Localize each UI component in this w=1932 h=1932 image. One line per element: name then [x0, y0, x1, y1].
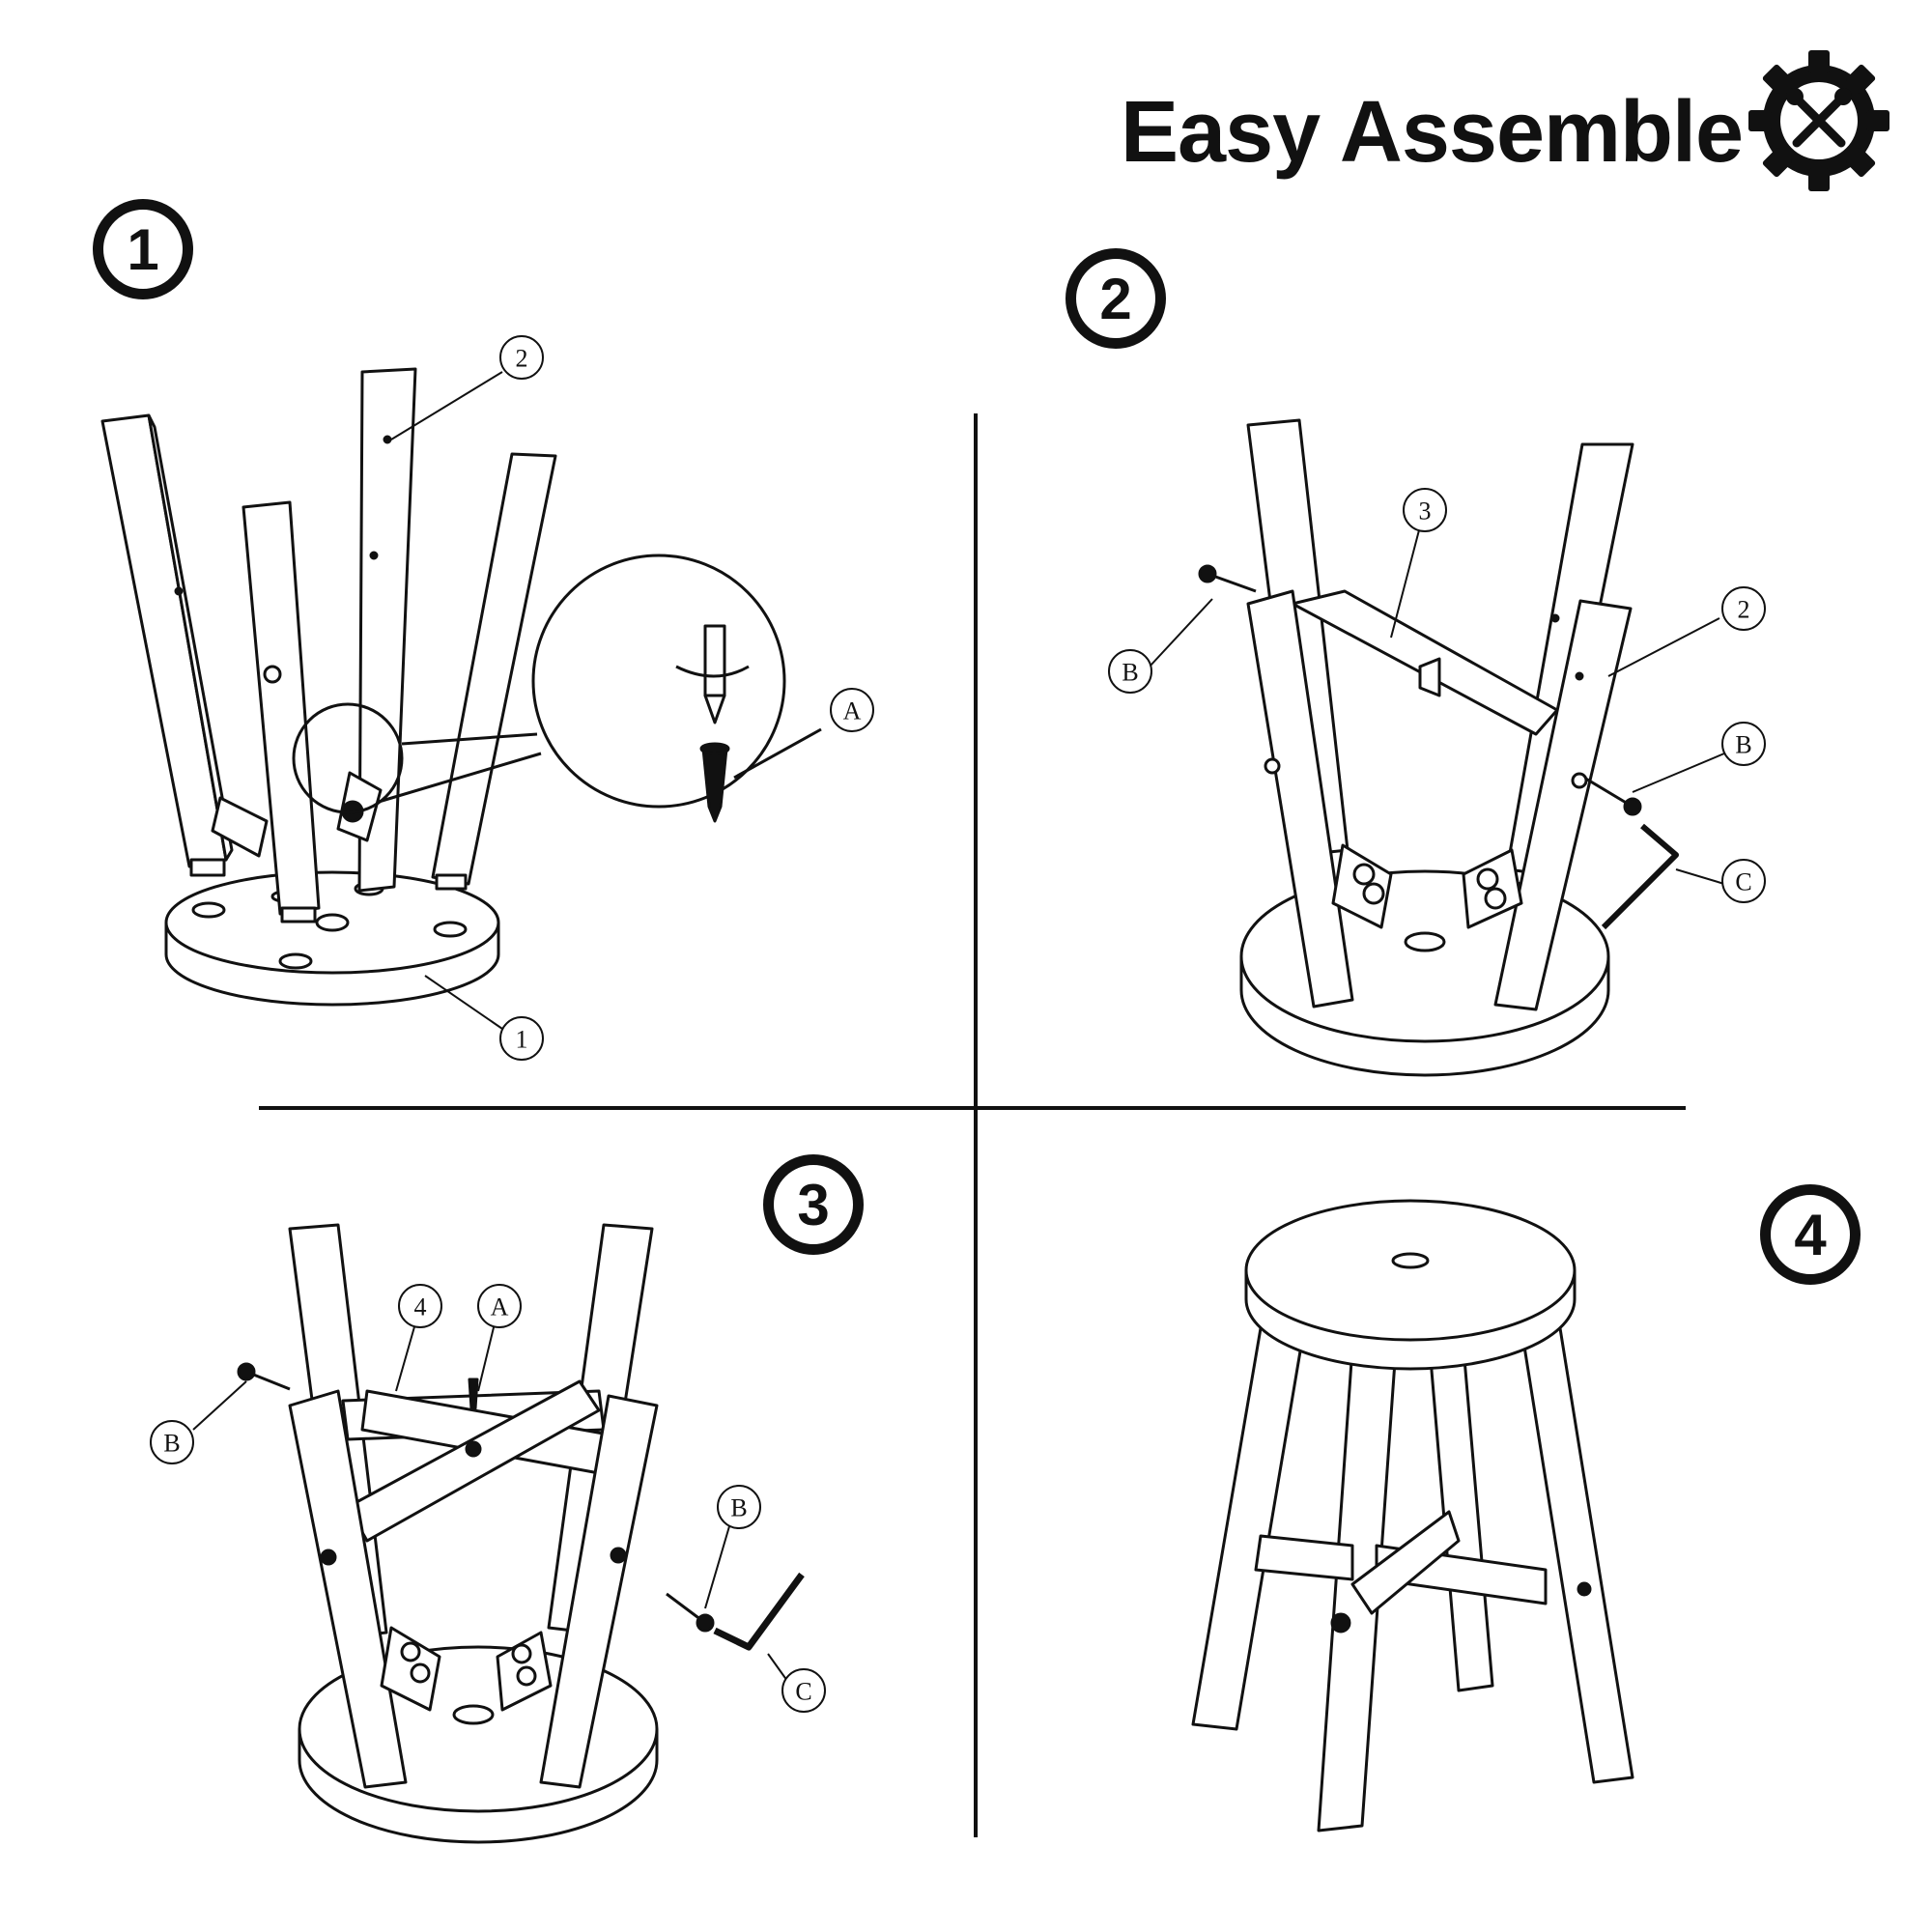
callout-step3-screw-a: A — [491, 1293, 509, 1321]
callout-step1-part-1: 1 — [516, 1026, 528, 1054]
callout-step2-bolt-b-left: B — [1122, 659, 1138, 687]
callout-step2-part-2: 2 — [1738, 596, 1750, 624]
step-3-illustration — [237, 1223, 805, 1844]
callout-step1-part-2: 2 — [516, 345, 528, 373]
step-4-illustration — [1191, 1199, 1634, 1833]
step-4-badge: 4 — [1760, 1184, 1861, 1285]
gear-tools-icon — [1748, 50, 1889, 191]
callout-step2-bolt-b-right: B — [1735, 731, 1751, 759]
step-1-illustration — [100, 367, 822, 1007]
callout-step3-part-4: 4 — [414, 1293, 427, 1321]
step-3-badge: 3 — [763, 1154, 864, 1255]
callout-step2-part-3: 3 — [1419, 497, 1432, 526]
callout-step3-key-c: C — [795, 1678, 811, 1706]
step-2-illustration — [1198, 418, 1679, 1077]
callout-step2-key-c: C — [1735, 868, 1751, 896]
step-1-badge: 1 — [93, 199, 193, 299]
callout-step1-screw-a: A — [843, 697, 862, 725]
callout-step3-bolt-b-left: B — [163, 1430, 180, 1458]
callout-step3-bolt-b-right: B — [730, 1494, 747, 1522]
page-title: Easy Assemble — [1121, 84, 1744, 181]
step-2-badge: 2 — [1065, 248, 1166, 349]
